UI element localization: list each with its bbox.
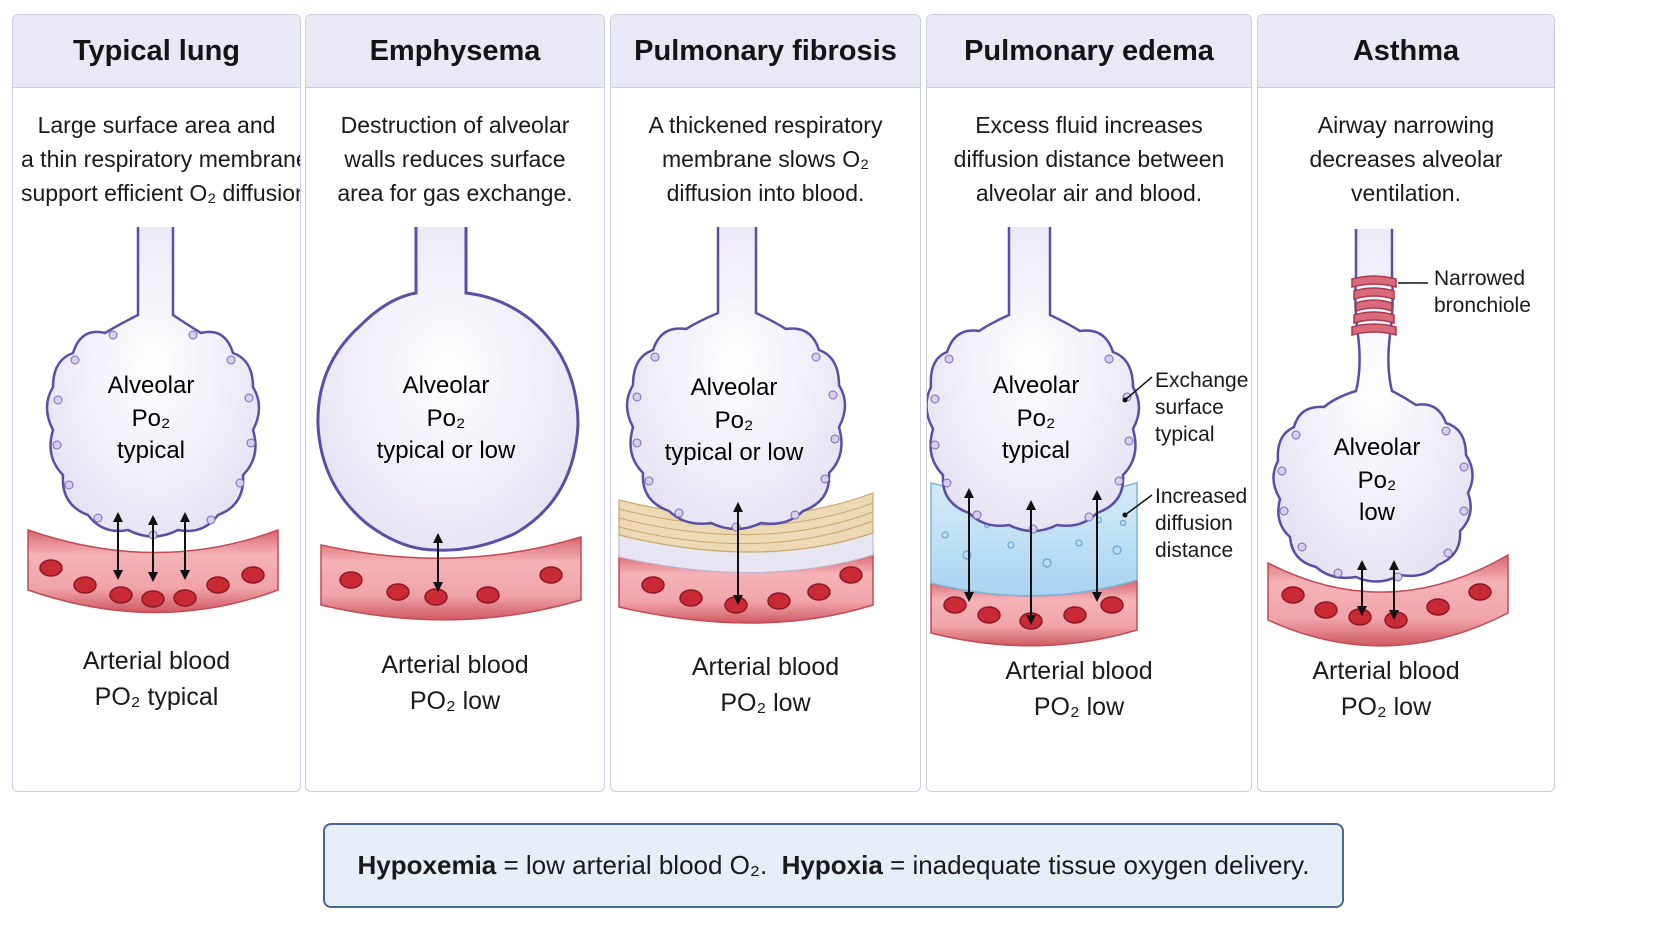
panel-title: Pulmonary edema: [927, 15, 1251, 88]
blood-vessel: [1267, 553, 1509, 647]
diffusion-callout-line: [1124, 494, 1153, 516]
hypoxia-term: Hypoxia: [781, 850, 883, 880]
typical-alveolus-illustration: Alveolar Po₂ typical: [27, 227, 279, 614]
exchange-surface-callout: Exchange surface typical: [1155, 369, 1249, 446]
panel-pulmonary-fibrosis: Pulmonary fibrosis A thickened respirato…: [610, 14, 921, 792]
panel-title: Emphysema: [306, 15, 604, 88]
svg-text:typical: typical: [117, 437, 185, 464]
svg-text:Po₂: Po₂: [427, 405, 466, 432]
panel-title: Typical lung: [13, 15, 300, 88]
hypoxia-definition: = inadequate tissue oxygen delivery.: [882, 850, 1310, 880]
definition-box: Hypoxemia = low arterial blood O₂. Hypox…: [323, 823, 1344, 908]
arterial-blood-label: Arterial blood PO₂ low: [691, 653, 840, 717]
alveolar-label: Alveolar: [1334, 434, 1421, 461]
hypoxemia-definition: = low arterial blood O₂.: [496, 850, 782, 880]
edema-alveolus-illustration: Alveolar Po₂ typical: [927, 227, 1153, 647]
arterial-blood-label: Arterial blood PO₂ low: [381, 651, 529, 715]
svg-text:typical or low: typical or low: [377, 437, 516, 464]
narrowed-bronchiole-callout: Narrowed bronchiole: [1434, 267, 1531, 317]
svg-text:Po₂: Po₂: [132, 405, 171, 432]
panel-description: Airway narrowing decreases alveolar vent…: [1309, 112, 1503, 206]
panel-emphysema: Emphysema Destruction of alveolar walls …: [305, 14, 605, 792]
panel-description: Destruction of alveolar walls reduces su…: [337, 112, 573, 206]
panel-description: Large surface area and a thin respirator…: [21, 112, 301, 206]
alveolar-label: Alveolar: [403, 372, 490, 399]
bronchiole-constriction: [1351, 275, 1397, 336]
panel-title: Asthma: [1258, 15, 1554, 88]
arterial-blood-label: Arterial blood PO₂ typical: [82, 647, 231, 711]
svg-text:Po₂: Po₂: [1017, 405, 1056, 432]
asthma-alveolus-illustration: Alveolar Po₂ low: [1267, 229, 1509, 647]
exchange-callout-line: [1124, 376, 1153, 401]
svg-text:typical or low: typical or low: [665, 439, 804, 466]
arterial-blood-label: Arterial blood PO₂ low: [1005, 657, 1153, 721]
svg-text:Po₂: Po₂: [715, 407, 754, 434]
panel-pulmonary-edema: Pulmonary edema Excess fluid increases d…: [926, 14, 1252, 792]
emphysema-alveolus-illustration: Alveolar Po₂ typical or low: [316, 227, 582, 621]
panel-title: Pulmonary fibrosis: [611, 15, 920, 88]
blood-vessel: [320, 535, 582, 621]
alveolar-label: Alveolar: [993, 372, 1080, 399]
hypoxemia-term: Hypoxemia: [357, 850, 497, 880]
panel-description: A thickened respiratory membrane slows O…: [648, 112, 883, 206]
arterial-blood-label: Arterial blood PO₂ low: [1312, 657, 1460, 721]
diffusion-distance-callout: Increased diffusion distance: [1155, 485, 1248, 562]
panel-typical-lung: Typical lung Large surface area and a th…: [12, 14, 301, 792]
alveolar-label: Alveolar: [108, 372, 195, 399]
alveolar-label: Alveolar: [691, 374, 778, 401]
fibrosis-alveolus-illustration: Alveolar Po₂ typical or low: [618, 227, 874, 624]
panel-asthma: Asthma Airway narrowing decreases alveol…: [1257, 14, 1555, 792]
svg-text:low: low: [1359, 499, 1396, 526]
alveolus: [1272, 229, 1474, 583]
panel-description: Excess fluid increases diffusion distanc…: [953, 112, 1225, 206]
svg-text:typical: typical: [1002, 437, 1070, 464]
svg-text:Po₂: Po₂: [1358, 467, 1397, 494]
